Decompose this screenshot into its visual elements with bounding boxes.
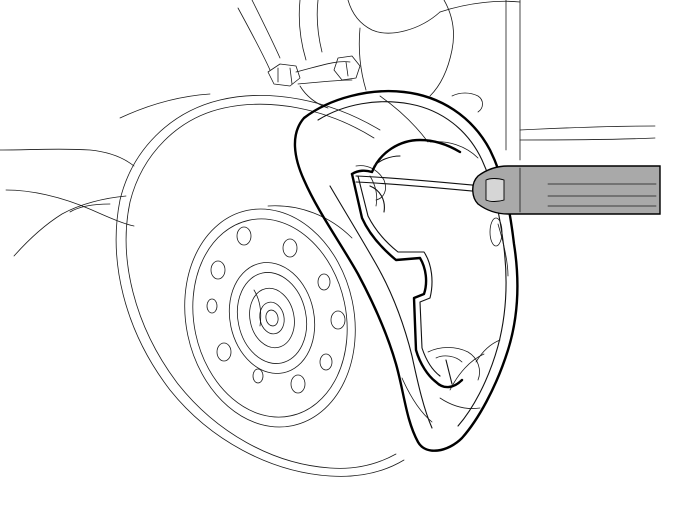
brake-disc-icon xyxy=(115,95,405,477)
screwdriver-icon xyxy=(355,165,661,215)
brake-caliper-icon xyxy=(293,89,519,452)
caliper-spring-clip-icon xyxy=(350,138,480,389)
wheel-hub-icon xyxy=(184,208,356,428)
suspension-background xyxy=(0,0,656,257)
hub-bolt-holes xyxy=(206,226,346,394)
strut-bolt-icon xyxy=(267,55,361,87)
screwdriver-handle xyxy=(472,165,661,215)
